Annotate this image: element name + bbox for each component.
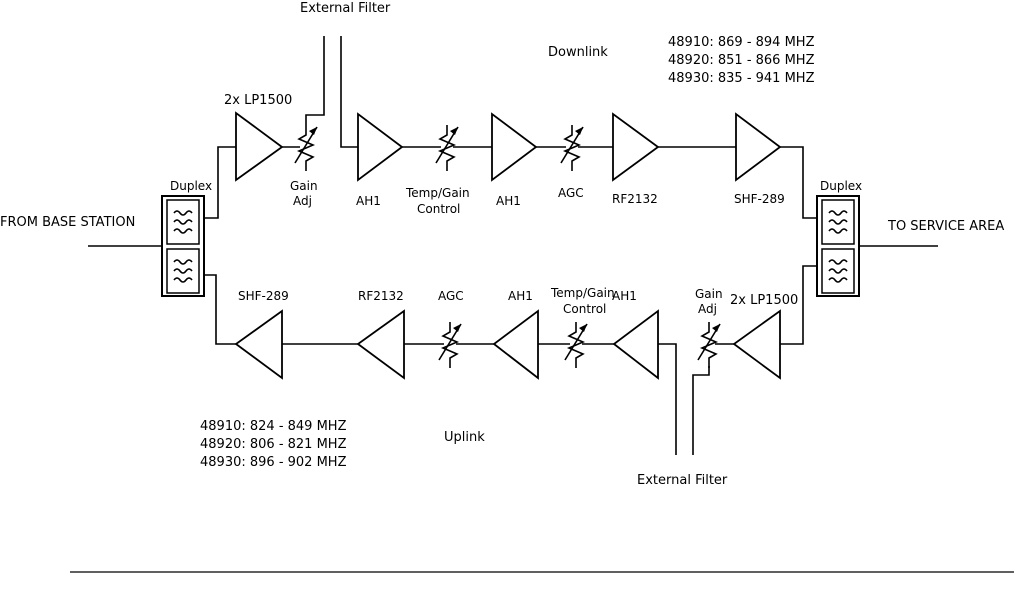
downlink-rf2132-amplifier [612,112,660,182]
uplink-ah1-amplifier-2 [612,309,659,380]
left-duplexer [161,195,205,297]
downlink-control-label: Control [417,202,460,216]
downlink-frequency-list: 48910: 869 - 894 MHZ 48920: 851 - 866 MH… [668,35,815,86]
downlink-lp1500-label: 2x LP1500 [224,93,292,108]
uplink-freq-48920: 48920: 806 - 821 MHZ [200,437,347,452]
uplink-agc-label: AGC [438,289,464,303]
right-duplexer [816,195,860,297]
uplink-title: Uplink [444,430,485,445]
uplink-shf289-label: SHF-289 [238,289,289,303]
downlink-shf289-label: SHF-289 [734,192,785,206]
uplink-ah1-label-1: AH1 [508,289,533,303]
right-duplex-label: Duplex [820,179,862,193]
uplink-external-filter-label: External Filter [637,473,728,488]
uplink-gain-adj-attenuator [697,321,721,369]
downlink-lp1500-amplifier [235,111,284,182]
downlink-temp-gain-attenuator [435,124,459,172]
downlink-agc-attenuator [560,124,584,172]
downlink-gain-adj-attenuator [294,124,318,172]
downlink-freq-48930: 48930: 835 - 941 MHZ [668,71,815,86]
downlink-freq-48910: 48910: 869 - 894 MHZ [668,35,815,50]
downlink-external-filter-label: External Filter [300,1,391,16]
uplink-freq-48930: 48930: 896 - 902 MHZ [200,455,347,470]
uplink-rf2132-amplifier [356,309,405,380]
uplink-lp1500-label: 2x LP1500 [730,293,798,308]
downlink-shf289-amplifier [735,112,782,182]
from-base-station-label: FROM BASE STATION [0,215,135,230]
uplink-lp1500-amplifier [732,309,781,380]
to-service-area-label: TO SERVICE AREA [887,219,1004,234]
uplink-temp-gain-attenuator [564,321,588,369]
uplink-shf289-amplifier [234,309,283,380]
uplink-control-label: Control [563,302,606,316]
uplink-temp-gain-label: Temp/Gain [550,286,615,300]
downlink-gain-label: Gain [290,179,318,193]
downlink-rf2132-label: RF2132 [612,192,658,206]
uplink-agc-attenuator [438,321,462,369]
downlink-ah1-label-1: AH1 [356,194,381,208]
uplink-ah1-label-2: AH1 [612,289,637,303]
downlink-ah1-amplifier-1 [357,112,404,182]
uplink-freq-48910: 48910: 824 - 849 MHZ [200,419,347,434]
uplink-frequency-list: 48910: 824 - 849 MHZ 48920: 806 - 821 MH… [200,419,347,470]
uplink-adj-label: Adj [698,302,717,316]
left-duplex-label: Duplex [170,179,212,193]
downlink-temp-gain-label: Temp/Gain [405,186,470,200]
downlink-freq-48920: 48920: 851 - 866 MHZ [668,53,815,68]
uplink-rf2132-label: RF2132 [358,289,404,303]
downlink-ah1-label-2: AH1 [496,194,521,208]
uplink-gain-label: Gain [695,287,723,301]
downlink-ah1-amplifier-2 [491,112,538,182]
downlink-agc-label: AGC [558,186,584,200]
downlink-title: Downlink [548,45,608,60]
downlink-adj-label: Adj [293,194,312,208]
uplink-ah1-amplifier-1 [492,309,539,380]
